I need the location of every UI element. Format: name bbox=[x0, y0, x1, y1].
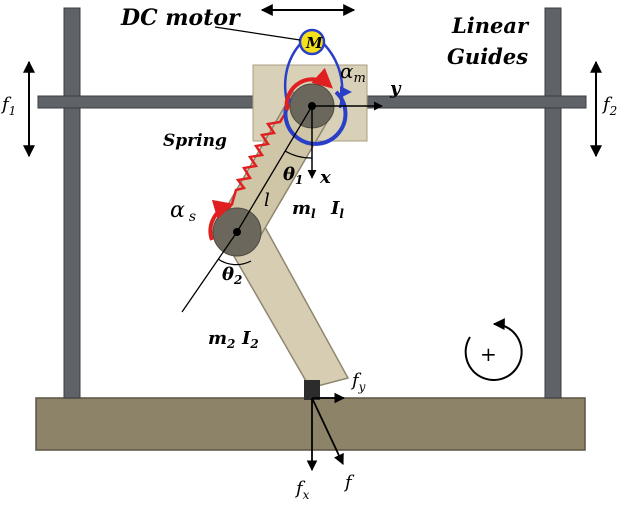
right-post bbox=[544, 7, 562, 399]
knee-red-arc bbox=[208, 199, 234, 241]
theta1-arc bbox=[284, 150, 313, 159]
theta2-arc bbox=[217, 258, 252, 266]
foot bbox=[304, 380, 320, 400]
thigh-centerline bbox=[236, 105, 313, 233]
spring bbox=[225, 103, 292, 213]
force-f-arrow bbox=[311, 397, 344, 465]
linear-guides-line2: Guides bbox=[447, 44, 528, 69]
motor-leader-line bbox=[214, 26, 301, 41]
I1-label: Il bbox=[330, 198, 344, 221]
alpha-m-label: αm bbox=[340, 59, 366, 86]
spring-label: Spring bbox=[163, 131, 227, 151]
fx-label: fx bbox=[294, 478, 310, 502]
hip-blue-arc bbox=[283, 90, 348, 146]
fy-label: fy bbox=[350, 370, 366, 394]
x-axis-label: x bbox=[319, 167, 331, 188]
linear-guides-line1: Linear bbox=[451, 13, 530, 38]
theta2-label: θ2 bbox=[222, 264, 242, 287]
dc-motor-label: DC motor bbox=[120, 5, 241, 31]
m2-label: m2 bbox=[208, 328, 235, 351]
hip-red-arc bbox=[284, 67, 333, 111]
y-axis-label: y bbox=[389, 78, 402, 99]
dc-motor-icon bbox=[298, 28, 326, 56]
positive-sign: + bbox=[480, 342, 497, 366]
I2-label: I2 bbox=[241, 328, 259, 351]
hip-blue-arrowhead bbox=[340, 86, 352, 98]
positive-rotation-arc bbox=[464, 318, 523, 381]
motor-symbol: M bbox=[305, 34, 323, 52]
ground bbox=[35, 397, 586, 451]
theta1-label: θ1 bbox=[283, 164, 303, 187]
f-total-label: f bbox=[343, 472, 355, 493]
left-post bbox=[63, 7, 81, 399]
f1-label: f1 bbox=[0, 94, 16, 118]
length-l-label: l bbox=[264, 190, 270, 211]
f2-label: f2 bbox=[601, 94, 617, 118]
m1-label: ml bbox=[292, 198, 316, 221]
knee-extension-line bbox=[181, 231, 238, 313]
